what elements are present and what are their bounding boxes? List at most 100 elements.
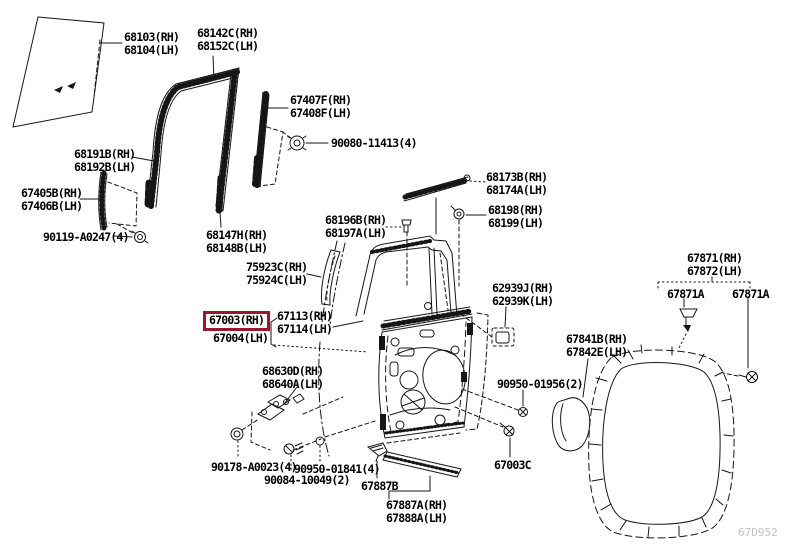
clip-icon [401,219,412,287]
label-scuff-67887a[interactable]: 67887A(RH) 67888A(LH) [386,498,448,525]
label-channel-front-lower[interactable]: 68191B(RH) 68192B(LH) [74,147,136,174]
hinge-drawing [241,393,376,451]
part-number: 67871A [667,287,705,301]
highlight-box[interactable]: 67003(RH) [203,311,271,331]
label-scuff-67887b[interactable]: 67887B [361,479,399,493]
label-channel-rear[interactable]: 68147H(RH) 68148B(LH) [206,228,268,255]
belt-molding-drawing [402,174,471,235]
clip-icon [722,371,758,383]
label-door-panel-lh[interactable]: 67004(LH) [213,331,269,345]
part-number: 68142C(RH) [197,26,259,40]
diagram-code-watermark: 67D952 [738,526,778,539]
grommet-icon [461,388,528,417]
part-number: 68147H(RH) [206,228,268,242]
label-run-channel[interactable]: 68142C(RH) 68152C(LH) [197,26,259,53]
part-number: 68191B(RH) [74,147,136,161]
scuff-plate-drawing [366,442,462,478]
part-number: 67887A(RH) [386,498,448,512]
part-number: 68148B(LH) [206,241,268,255]
label-grommet-01956[interactable]: 90950-01956(2) [497,377,584,391]
run-channel-drawing [144,67,240,214]
label-weatherstrip[interactable]: 67871(RH) 67872(LH) [687,251,743,278]
part-number: 67871A [732,287,770,301]
label-pad-62939[interactable]: 62939J(RH) 62939K(LH) [492,281,554,308]
part-number: 68198(RH) [488,203,544,217]
pad-drawing [457,311,515,347]
label-front-molding[interactable]: 67407F(RH) 67408F(LH) [290,93,352,120]
part-number: 67872(LH) [687,264,743,278]
label-screw-90084[interactable]: 90084-10049(2) [264,473,351,487]
part-number: 67887B [361,479,399,493]
part-number: 68197A(LH) [325,226,387,240]
grommet-icon [454,406,515,458]
part-number: 67841B(RH) [566,332,628,346]
label-bolt-90178[interactable]: 90178-A0023(4) [211,460,298,474]
part-number: 67406B(LH) [21,199,83,213]
leader-lines [79,42,507,500]
label-front-bracket[interactable]: 67405B(RH) 67406B(LH) [21,186,83,213]
front-bracket-drawing [98,170,138,234]
label-grommet-01841[interactable]: 90950-01841(4) [294,462,381,476]
part-number: 68199(LH) [488,216,544,230]
part-number: 90080-11413(4) [331,136,418,150]
ws-bracket-lines [657,276,751,369]
part-number: 67407F(RH) [290,93,352,107]
part-number: 67408F(LH) [290,106,352,120]
part-number: 67888A(LH) [386,511,448,525]
label-grommet-67003c[interactable]: 67003C [494,458,532,472]
label-ws-clip-left[interactable]: 67871A [667,287,705,301]
part-number: 90950-01841(4) [294,462,381,476]
part-number: 68196B(RH) [325,213,387,227]
part-number: 68173B(RH) [486,170,548,184]
part-number: 67004(LH) [213,331,269,345]
part-number: 62939J(RH) [492,281,554,295]
part-number: 67842E(LH) [566,345,628,359]
bolt-icon [131,230,149,244]
label-door-glass[interactable]: 68103(RH) 68104(LH) [124,30,180,57]
part-number-highlighted: 67003(RH) [209,313,265,327]
label-hole-cover[interactable]: 67841B(RH) 67842E(LH) [566,332,628,359]
door-glass-drawing [12,16,105,128]
clip-icon [677,308,698,351]
front-molding-drawing [252,91,292,188]
part-number: 90084-10049(2) [264,473,351,487]
bolt-icon [230,427,244,460]
part-number: 62939K(LH) [492,294,554,308]
label-grommet-68198[interactable]: 68198(RH) 68199(LH) [488,203,544,230]
label-hinge[interactable]: 68630D(RH) 68640A(LH) [262,364,324,391]
part-number: 67114(LH) [277,322,333,336]
part-number: 90119-A0247(4) [43,230,130,244]
part-number: 68104(LH) [124,43,180,57]
part-number: 90950-01956(2) [497,377,584,391]
body-outline-lines [318,240,346,457]
part-number: 68152C(LH) [197,39,259,53]
screw-icon [283,442,304,473]
hole-cover-drawing [551,358,591,452]
part-number: 68103(RH) [124,30,180,44]
part-number: 68640A(LH) [262,377,324,391]
part-number: 75924C(LH) [246,273,308,287]
label-belt-molding[interactable]: 68173B(RH) 68174A(LH) [486,170,548,197]
part-number: 90178-A0023(4) [211,460,298,474]
label-tape-75923[interactable]: 75923C(RH) 75924C(LH) [246,260,308,287]
label-frame-sub[interactable]: 67113(RH) 67114(LH) [277,309,333,336]
grommet-icon [450,205,465,287]
door-assembly-drawing [355,235,489,444]
label-bolt-90080[interactable]: 90080-11413(4) [331,136,418,150]
tape-drawing [321,249,341,306]
part-number: 68192B(LH) [74,160,136,174]
label-clip-68196[interactable]: 68196B(RH) 68197A(LH) [325,213,387,240]
label-ws-clip-right[interactable]: 67871A [732,287,770,301]
part-number: 75923C(RH) [246,260,308,274]
part-number: 68630D(RH) [262,364,324,378]
part-number: 67405B(RH) [21,186,83,200]
weatherstrip-drawing [588,344,735,539]
part-number: 67871(RH) [687,251,743,265]
part-number: 67003C [494,458,532,472]
part-number: 67113(RH) [277,309,333,323]
washer-icon [315,436,325,462]
part-number: 68174A(LH) [486,183,548,197]
label-bolt-90119[interactable]: 90119-A0247(4) [43,230,130,244]
